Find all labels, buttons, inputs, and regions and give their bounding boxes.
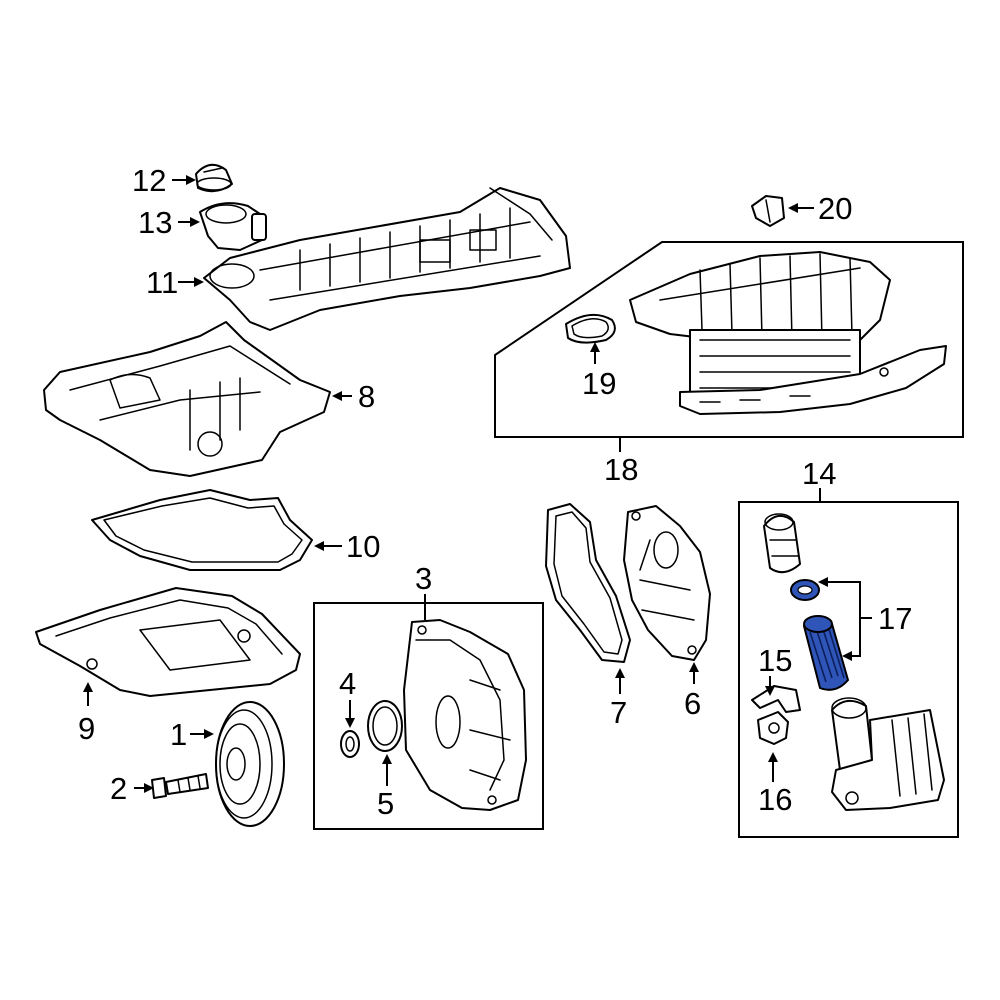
oil-filter-cap	[763, 513, 801, 574]
callout-2: 2	[110, 771, 127, 806]
oil-pan-upper	[43, 321, 331, 477]
callout-20: 20	[818, 191, 852, 226]
callout-16: 16	[758, 782, 792, 817]
arrowhead-16	[768, 752, 778, 762]
oil-filler-cap	[195, 163, 233, 193]
cover-plate	[623, 505, 711, 661]
valve-cover	[203, 187, 571, 331]
callout-12: 12	[132, 163, 166, 198]
oil-pan-gasket	[91, 489, 313, 571]
oil-filter-element	[790, 579, 850, 691]
callout-6: 6	[684, 686, 701, 721]
callout-15: 15	[758, 643, 792, 678]
filler-neck	[199, 202, 267, 251]
timing-cover	[403, 619, 527, 811]
arrowhead-2	[144, 783, 154, 793]
oil-pan-lower	[35, 587, 301, 697]
arrowhead-12	[186, 175, 196, 185]
arrowhead-13	[190, 217, 200, 227]
callout-11: 11	[146, 265, 178, 300]
seal-ring-small	[340, 730, 360, 758]
arrowhead-8	[332, 391, 342, 401]
arrowhead-6	[689, 662, 699, 672]
group-box-3	[313, 602, 544, 830]
callout-5: 5	[377, 786, 394, 821]
group-box-14	[738, 501, 959, 838]
callout-9: 9	[78, 711, 95, 746]
callout-18: 18	[604, 452, 638, 487]
intercooler-gasket	[565, 313, 616, 344]
callout-10: 10	[346, 529, 380, 564]
leader-17	[826, 581, 872, 657]
arrowhead-10	[314, 541, 324, 551]
arrowhead-11	[194, 277, 204, 287]
cover-gasket	[545, 503, 631, 663]
filter-seal	[751, 685, 801, 713]
arrowhead-19	[590, 342, 600, 352]
arrowhead-7	[615, 668, 625, 678]
crankshaft-pulley	[215, 701, 285, 827]
drain-plug	[757, 711, 789, 745]
mounting-bracket	[751, 195, 785, 227]
callout-8: 8	[358, 379, 375, 414]
arrowhead-17a	[818, 577, 828, 587]
callout-1: 1	[170, 717, 187, 752]
arrowhead-20	[788, 203, 798, 213]
callout-3: 3	[415, 561, 432, 596]
oil-filter-housing	[831, 697, 945, 811]
callout-4: 4	[339, 666, 356, 701]
intercooler-assembly	[629, 251, 947, 415]
pulley-bolt	[151, 773, 209, 799]
arrowhead-9	[83, 682, 93, 692]
callout-14: 14	[802, 456, 836, 491]
callout-13: 13	[138, 205, 172, 240]
arrowhead-4	[345, 718, 355, 728]
callout-17: 17	[878, 601, 912, 636]
callout-7: 7	[610, 695, 627, 730]
group-box-18	[494, 241, 964, 438]
arrowhead-15	[765, 686, 775, 696]
arrowhead-5	[382, 754, 392, 764]
arrowhead-17b	[842, 651, 852, 661]
o-ring-large	[367, 700, 403, 752]
arrowhead-1	[204, 729, 214, 739]
callout-19: 19	[582, 366, 616, 401]
